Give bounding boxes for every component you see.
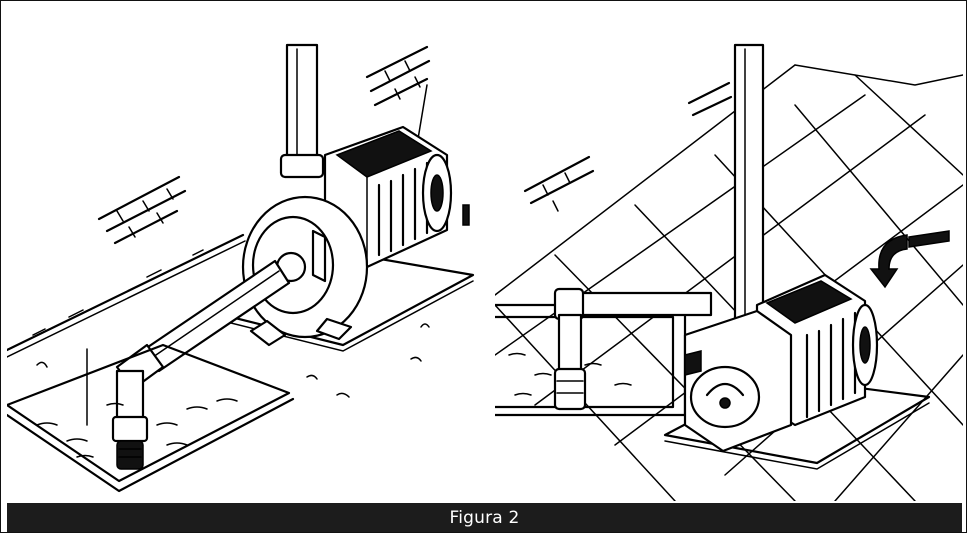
brick-pattern-left xyxy=(97,175,187,245)
suction-pipe-right xyxy=(553,287,713,411)
discharge-pipe xyxy=(285,43,319,177)
discharge-pipe-right xyxy=(733,43,765,347)
pump-installation-left-panel xyxy=(7,5,483,501)
pump-suction-illustration xyxy=(7,43,475,493)
wall-line xyxy=(7,233,245,352)
water-tank xyxy=(7,343,295,493)
pump-tiled-floor-illustration xyxy=(495,43,963,501)
pump-volute xyxy=(241,195,369,347)
pump-head-right xyxy=(683,309,793,453)
brick-pattern-upper xyxy=(365,45,431,107)
figure-caption-bar: Figura 2 xyxy=(7,503,962,532)
pump-motor xyxy=(323,125,453,269)
panel-divider xyxy=(488,5,492,501)
figure-caption: Figura 2 xyxy=(449,507,520,528)
brick-pattern-right xyxy=(523,81,733,212)
rotation-arrow-icon xyxy=(869,230,950,289)
pump-installation-right-panel xyxy=(495,5,963,501)
suction-pipe xyxy=(86,259,291,470)
